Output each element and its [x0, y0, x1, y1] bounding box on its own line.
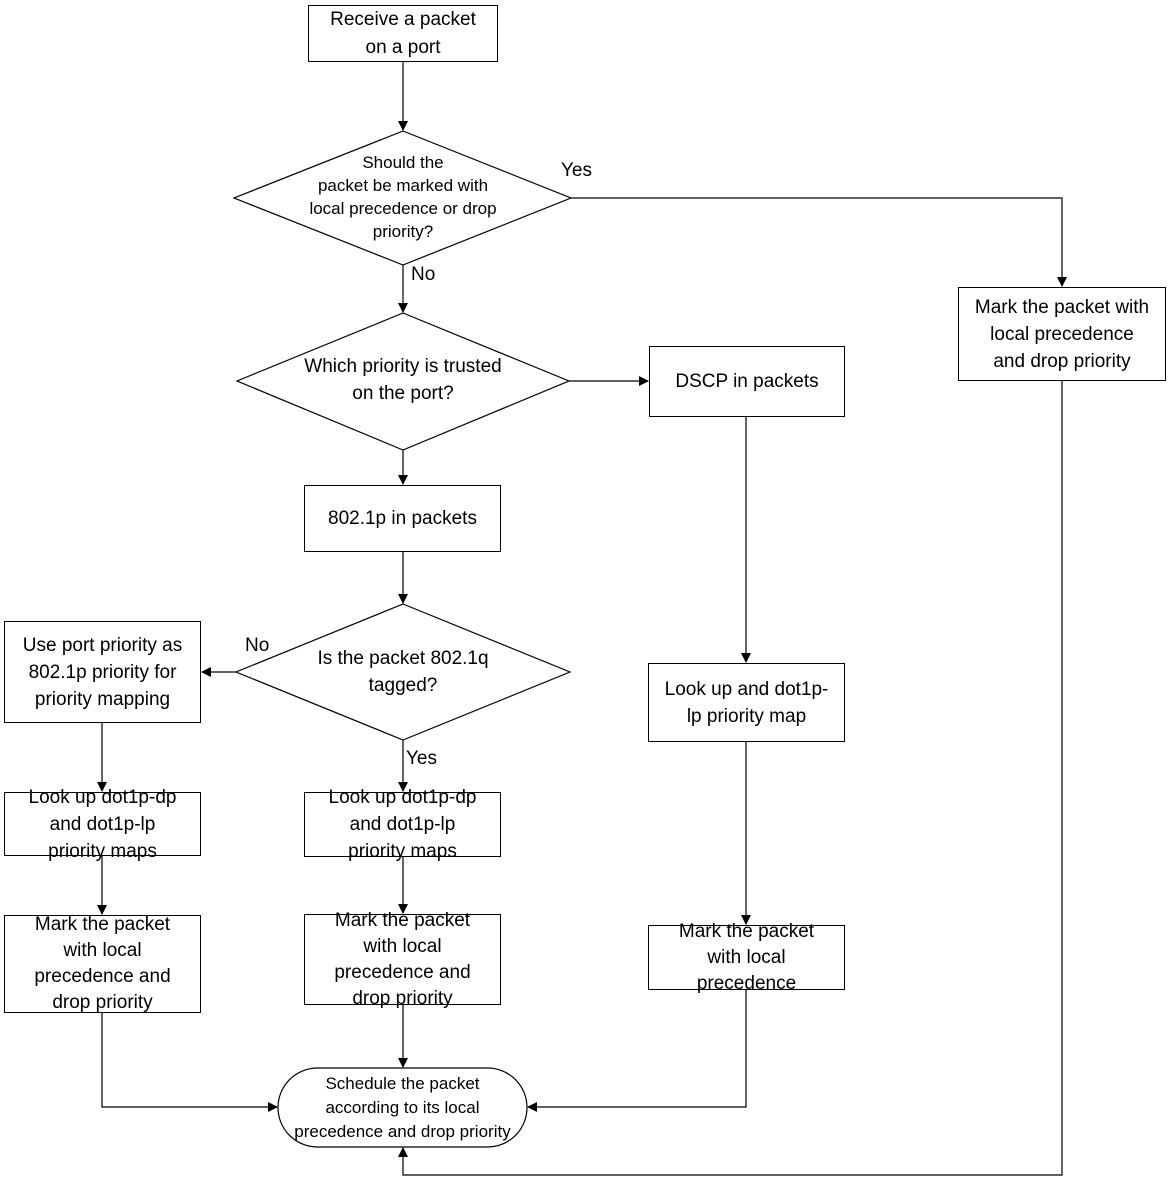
- terminal-schedule-shape: [277, 1067, 528, 1148]
- process-dscp-in-packets: DSCP in packets: [649, 346, 845, 417]
- process-use-port-priority: Use port priority as 802.1p priority for…: [4, 621, 201, 723]
- edge-label-tagged-yes: Yes: [406, 748, 437, 769]
- edge-should-yes: [571, 197, 1067, 287]
- process-mark-local-drop-left: Mark the packet with local precedence an…: [4, 914, 201, 1013]
- process-receive-packet: Receive a packet on a port: [308, 5, 498, 62]
- process-mark-local-dscp: Mark the packet with local precedence: [648, 921, 845, 994]
- edge-right-to-schedule: [398, 381, 1063, 1176]
- decision-should-mark-label: Should the packet be marked with local p…: [309, 153, 497, 241]
- process-802-1p-in-packets: 802.1p in packets: [304, 485, 501, 552]
- edge-mark-left-to-schedule: [101, 1013, 278, 1112]
- process-lookup-dscp-map: Look up and dot1p- lp priority map: [648, 663, 845, 742]
- process-lookup-maps-left: Look up dot1p-dp and dot1p-lp priority m…: [4, 787, 201, 862]
- process-mark-local-drop-right: Mark the packet with local precedence an…: [958, 287, 1166, 381]
- decision-tagged-label: Is the packet 802.1q tagged?: [317, 648, 489, 696]
- terminal-schedule-label: Schedule the packet according to its loc…: [294, 1073, 511, 1141]
- decision-which-priority-label: Which priority is trusted on the port?: [304, 356, 502, 404]
- edge-label-tagged-no: No: [245, 635, 270, 656]
- edge-mark-dscp-to-schedule: [527, 990, 747, 1112]
- process-mark-local-drop-mid: Mark the packet with local precedence an…: [304, 910, 501, 1009]
- edge-label-should-no: No: [411, 264, 436, 285]
- edge-label-should-yes: Yes: [561, 160, 592, 181]
- process-lookup-maps-mid: Look up dot1p-dp and dot1p-lp priority m…: [304, 787, 501, 862]
